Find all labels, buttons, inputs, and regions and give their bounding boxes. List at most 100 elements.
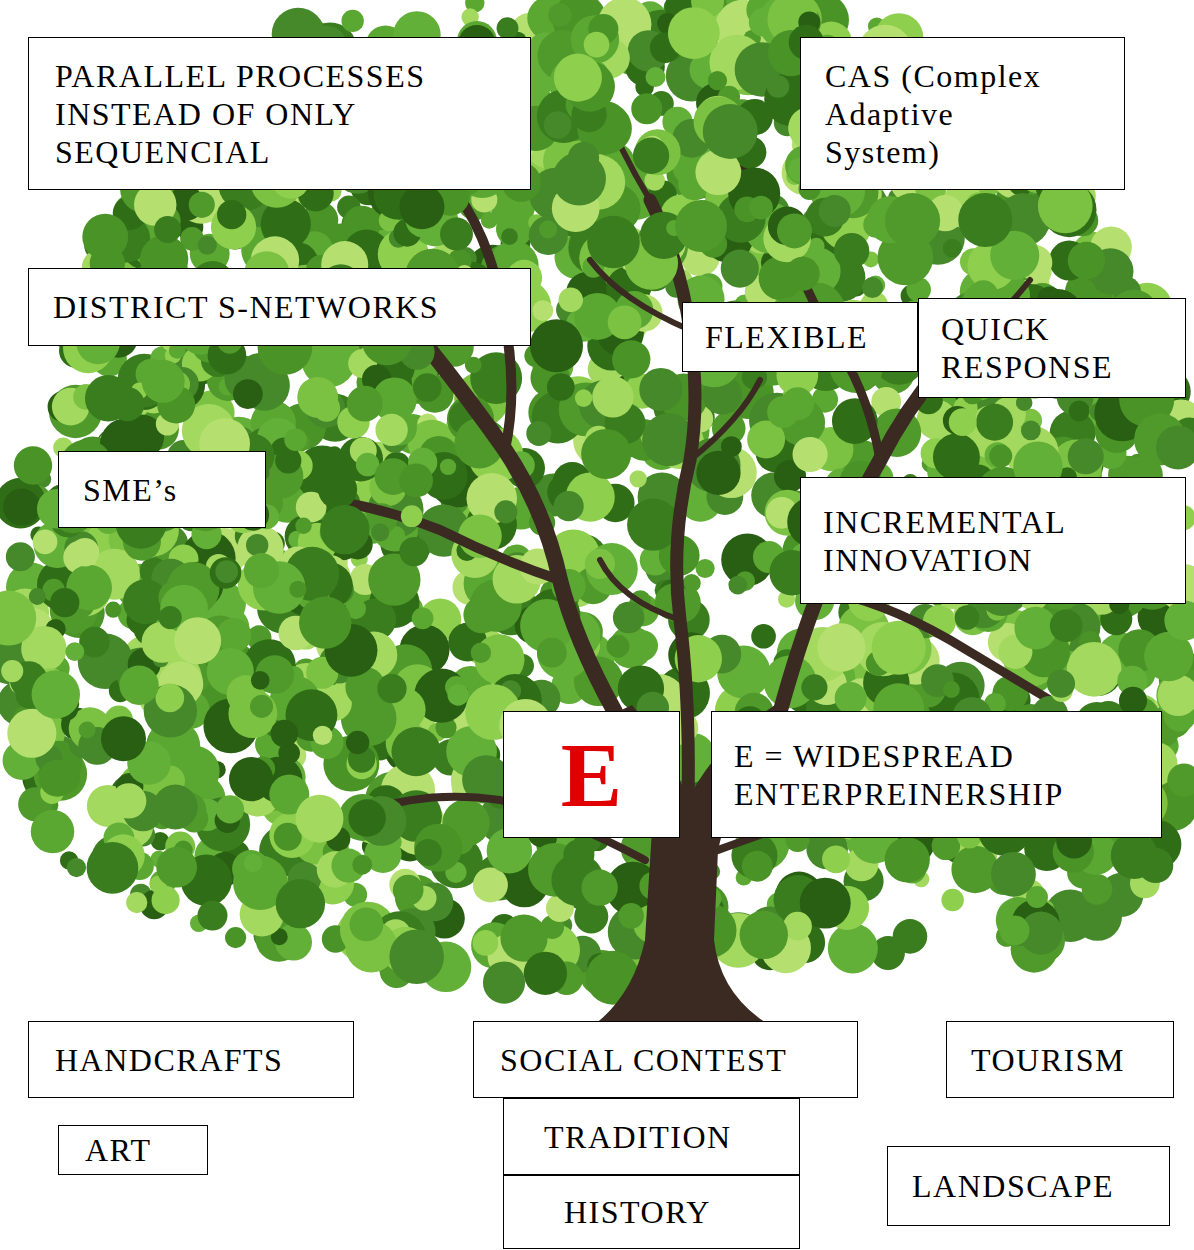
leaf-cluster [156, 847, 197, 888]
leaf-cluster [587, 216, 640, 269]
leaf-cluster [627, 630, 658, 661]
leaf-cluster [554, 54, 602, 102]
leaf-cluster [1138, 848, 1173, 883]
leaf-cluster [233, 379, 263, 409]
leaf-cluster [885, 837, 930, 882]
leaf-cluster [33, 529, 58, 554]
leaf-cluster [244, 553, 279, 588]
leaf-cluster [244, 854, 262, 872]
leaf-cluster [393, 875, 424, 906]
leaf-cluster [153, 785, 198, 830]
leaf-cluster [389, 930, 444, 985]
leaf-cluster [885, 193, 940, 248]
leaf-cluster [189, 192, 215, 218]
leaf-cluster [721, 249, 759, 287]
leaf-cluster [608, 305, 642, 339]
leaf-cluster [1167, 764, 1194, 797]
leaf-cluster [391, 727, 440, 776]
leaf-cluster [862, 277, 883, 298]
leaf-cluster [496, 210, 533, 247]
leaf-cluster [822, 845, 850, 873]
leaf-cluster [483, 961, 525, 1003]
leaf-cluster [447, 684, 468, 705]
leaf-cluster [767, 75, 789, 97]
leaf-cluster [313, 395, 340, 422]
leaf-cluster [250, 695, 273, 718]
leaf-cluster [65, 642, 84, 661]
leaf-cluster [320, 505, 369, 554]
leaf-cluster [633, 138, 669, 174]
leaf-cluster [548, 3, 571, 26]
leaf-cluster [154, 216, 181, 243]
leaf-cluster [584, 32, 610, 58]
leaf-cluster [412, 607, 434, 629]
leaf-cluster [463, 596, 500, 633]
leaf-cluster [126, 892, 147, 913]
leaf-cluster [586, 543, 638, 595]
leaf-cluster [526, 421, 551, 446]
leaf-cluster [1082, 874, 1113, 905]
leaf-cluster [71, 538, 100, 567]
leaf-cluster [413, 373, 442, 402]
leaf-cluster [949, 408, 977, 436]
leaf-cluster [786, 257, 820, 291]
leaf-cluster [828, 923, 878, 973]
leaf-cluster [497, 17, 519, 39]
leaf-cluster [675, 200, 727, 252]
leaf-cluster [215, 560, 238, 583]
leaf-cluster [67, 858, 86, 877]
leaf-cluster [217, 618, 252, 653]
branch [650, 200, 695, 800]
leaf-cluster [225, 927, 246, 948]
leaf-cluster [142, 360, 185, 403]
leaf-cluster [159, 606, 182, 629]
leaf-cluster [955, 605, 980, 630]
leaf-cluster [111, 783, 146, 818]
leaf-cluster [612, 340, 650, 378]
leaf-cluster [943, 239, 962, 258]
leaf-cluster [349, 908, 383, 942]
branch [430, 350, 615, 712]
leaf-cluster [1156, 425, 1194, 469]
leaf-cluster [87, 842, 139, 894]
leaf-cluster [276, 879, 325, 928]
leaf-cluster [82, 214, 128, 260]
leaf-cluster [742, 851, 773, 882]
leaf-cluster [311, 726, 344, 759]
leaf-cluster [440, 459, 456, 475]
leaf-cluster [872, 621, 926, 675]
leaf-cluster [155, 683, 184, 712]
leaf-cluster [347, 386, 383, 422]
leaf-cluster [532, 300, 553, 321]
leaf-cluster [414, 824, 462, 872]
leaf-cluster [834, 233, 869, 268]
leaf-cluster [246, 534, 268, 556]
leaf-cluster [958, 193, 1012, 247]
leaf-cluster [377, 674, 406, 703]
leaf-cluster [284, 428, 307, 451]
leaf-cluster [101, 716, 146, 761]
leaf-cluster [539, 220, 557, 238]
leaf-cluster [473, 930, 499, 956]
leaf-cluster [793, 437, 828, 472]
leaf-cluster [210, 557, 241, 588]
leaf-cluster [524, 952, 567, 995]
foliage [0, 0, 1194, 984]
leaf-cluster [1000, 916, 1030, 946]
leaf-cluster [618, 903, 644, 929]
leaf-cluster [645, 67, 665, 87]
leaf-cluster [217, 200, 246, 229]
leaf-cluster [105, 602, 121, 618]
leaf-cluster [976, 404, 1013, 441]
leaf-cluster [228, 689, 277, 738]
leaf-cluster [1050, 610, 1083, 643]
leaf-cluster [152, 886, 180, 914]
leaf-cluster [575, 389, 593, 407]
leaf-cluster [346, 731, 369, 754]
leaf-cluster [471, 643, 491, 663]
leaf-cluster [399, 464, 433, 498]
leaf-cluster [817, 623, 865, 671]
leaf-cluster [440, 218, 473, 251]
leaf-cluster [494, 500, 517, 523]
leaf-cluster [537, 638, 567, 668]
